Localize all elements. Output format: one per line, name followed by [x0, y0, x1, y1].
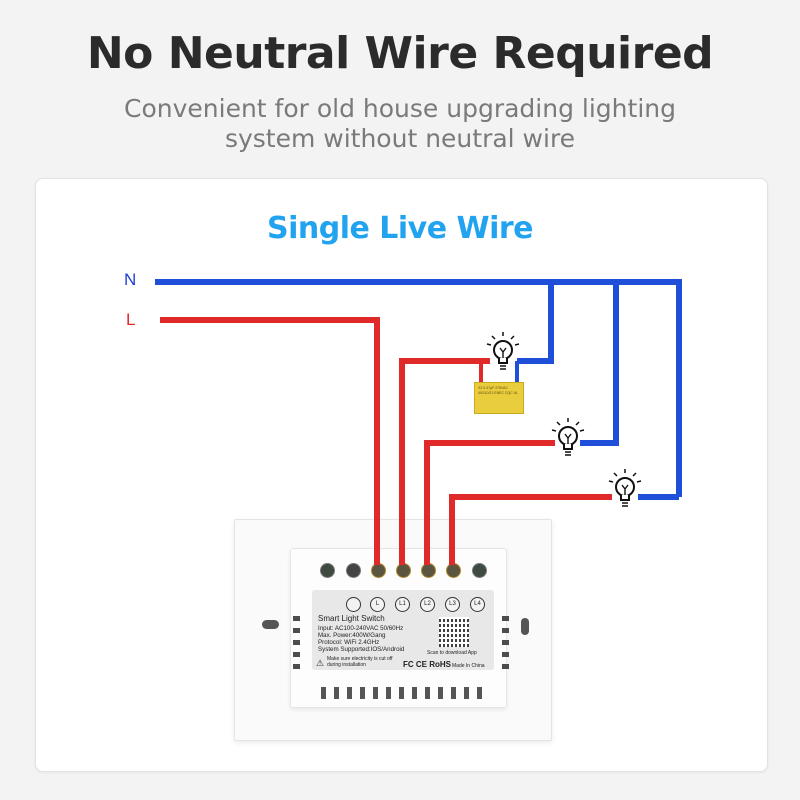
vent-fin — [347, 687, 352, 699]
live-wire-l3 — [449, 494, 612, 565]
neutral-label: N — [124, 270, 137, 289]
vent-fin — [477, 687, 482, 699]
live-wire-l1 — [399, 358, 490, 565]
page-subtitle: Convenient for old house upgrading light… — [100, 94, 700, 154]
live-wire-l — [160, 317, 380, 565]
terminal-marker-l1: L1 — [395, 597, 410, 612]
mount-slot-left — [262, 620, 279, 629]
certification-marks: FC CE RoHS — [403, 660, 451, 669]
subtitle-line-2: system without neutral wire — [224, 124, 576, 153]
spec-power: Max. Power:400W/Gang — [318, 632, 386, 639]
vent — [502, 640, 509, 645]
vent-fin — [386, 687, 391, 699]
neutral-main-wire — [155, 279, 682, 497]
terminal-marker-l2: L2 — [420, 597, 435, 612]
mount-slot-right — [521, 618, 529, 635]
warning-icon: ⚠ — [316, 658, 325, 668]
qr-code-overlay — [439, 617, 469, 647]
terminal-screw — [472, 563, 487, 578]
made-in-text: Made In China — [452, 663, 485, 669]
vent — [502, 664, 509, 669]
live-wire-l2 — [424, 440, 555, 565]
spec-protocol: Protocol: WiFi 2.4GHz — [318, 639, 380, 646]
warning-text: Make sure electricity is cut off during … — [327, 656, 393, 668]
terminal-marker-l4: L4 — [470, 597, 485, 612]
page-title: No Neutral Wire Required — [86, 28, 714, 79]
vent — [293, 628, 300, 633]
diagram-title: Single Live Wire — [266, 211, 534, 246]
vent — [502, 616, 509, 621]
vent — [293, 640, 300, 645]
product-name: Smart Light Switch — [318, 614, 385, 623]
subtitle-line-1: Convenient for old house upgrading light… — [124, 94, 676, 123]
terminal-marker-l3: L3 — [445, 597, 460, 612]
vent — [293, 664, 300, 669]
light-bulb-icon — [551, 418, 585, 456]
spec-system: System Supported:IOS/Android — [318, 646, 405, 653]
light-bulb-icon — [486, 332, 520, 370]
vent-fin — [425, 687, 430, 699]
terminal-screw — [346, 563, 361, 578]
vent-fin — [373, 687, 378, 699]
vent — [502, 652, 509, 657]
capacitor — [474, 382, 524, 414]
spec-input: Input: AC100-240VAC 50/60Hz — [318, 625, 404, 632]
terminal-screw — [320, 563, 335, 578]
terminal-marker — [346, 597, 361, 612]
vent-fin — [438, 687, 443, 699]
light-bulb-icon — [608, 469, 642, 507]
neutral-branch-2 — [580, 282, 619, 446]
vent-fin — [451, 687, 456, 699]
capacitor-label: X2 0.47µF 275VAC 40/110/21 ENEC CQC UL — [478, 386, 519, 395]
vent — [293, 652, 300, 657]
terminal-marker-l: L — [370, 597, 385, 612]
vent — [502, 628, 509, 633]
scan-text: Scan to download App — [427, 650, 477, 656]
vent-fin — [464, 687, 469, 699]
vent-fin — [321, 687, 326, 699]
live-label: L — [126, 310, 136, 329]
vent-fin — [412, 687, 417, 699]
vent — [293, 616, 300, 621]
vent-fin — [399, 687, 404, 699]
neutral-branch-1 — [517, 282, 554, 364]
vent-fin — [334, 687, 339, 699]
vent-fin — [360, 687, 365, 699]
